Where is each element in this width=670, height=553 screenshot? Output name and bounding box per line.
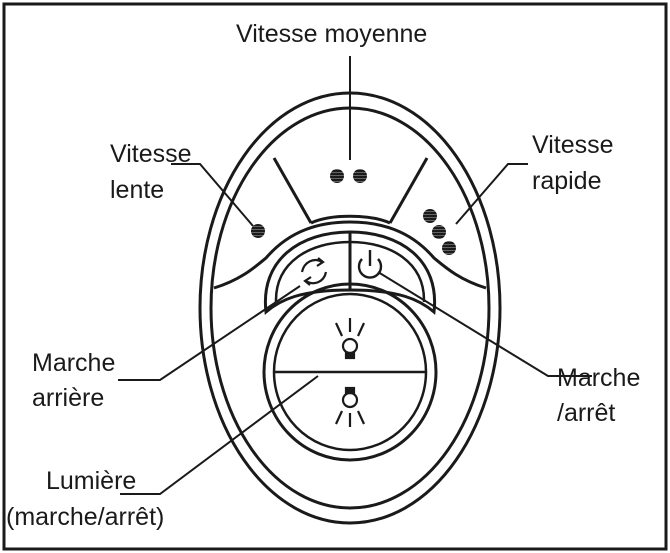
label-light-line2: (marche/arrêt)	[6, 503, 164, 532]
leader-slow-speed	[171, 164, 253, 226]
label-power-line1: Marche	[557, 364, 640, 393]
label-slow-speed-line2: lente	[110, 176, 164, 205]
light-bulb-on-icon	[336, 318, 364, 358]
power-icon	[359, 250, 381, 278]
label-power-line2: /arrêt	[557, 399, 615, 428]
slow-speed-dot-icon	[251, 224, 265, 238]
rotate-arrows-icon	[302, 258, 326, 285]
label-fast-speed-line1: Vitesse	[532, 131, 614, 160]
fast-speed-dots-icon	[423, 209, 456, 255]
label-slow-speed-line1: Vitesse	[110, 140, 192, 169]
speed-divider-left	[274, 158, 311, 223]
label-light-line1: Lumière	[46, 467, 136, 496]
label-fast-speed-line2: rapide	[532, 167, 602, 196]
speed-divider-right	[390, 158, 427, 223]
label-reverse-line2: arrière	[32, 384, 104, 413]
medium-speed-dots-icon	[330, 169, 367, 183]
leader-lines	[118, 56, 592, 494]
light-bulb-off-icon	[336, 388, 364, 427]
label-reverse-line1: Marche	[32, 349, 115, 378]
remote-inner-shell	[211, 108, 489, 508]
label-medium-speed: Vitesse moyenne	[236, 20, 427, 49]
